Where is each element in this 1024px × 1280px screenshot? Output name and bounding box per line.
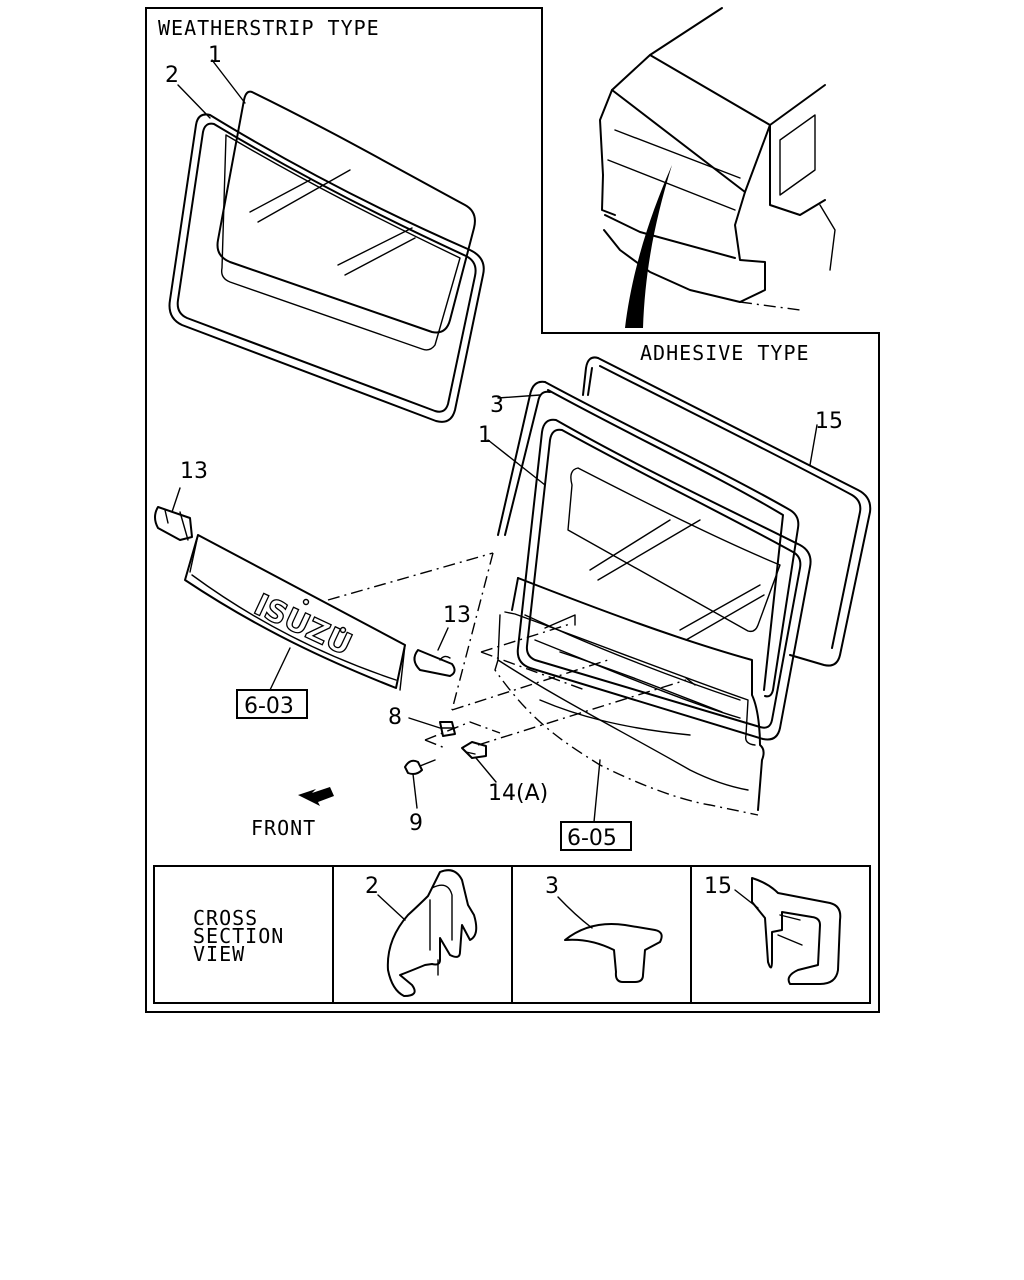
front-arrow-icon xyxy=(298,787,334,806)
section-molding-15 xyxy=(751,877,842,985)
clip-8 xyxy=(408,717,456,737)
end-cap-left xyxy=(154,487,193,541)
section-leader-2 xyxy=(377,894,406,921)
leader-lines xyxy=(327,552,687,749)
ref-6-03: 6-03 xyxy=(236,647,308,719)
garnish-panel: ISUZU xyxy=(184,534,406,691)
cross-section-title-1: CROSS xyxy=(193,906,258,930)
section-leader-15 xyxy=(734,889,759,909)
callout-13-left: 13 xyxy=(180,459,208,484)
adhesive-glass-assembly xyxy=(487,356,872,741)
section-dam-3 xyxy=(564,923,663,983)
callout-3-adhesive: 3 xyxy=(490,393,504,418)
callout-9: 9 xyxy=(409,811,423,836)
svg-text:6-03: 6-03 xyxy=(244,694,294,719)
section-label-15: 15 xyxy=(704,874,732,899)
back-door-panel xyxy=(494,577,765,816)
callout-2: 2 xyxy=(165,63,179,88)
section-weatherstrip-2 xyxy=(386,869,478,997)
adhesive-type-heading: ADHESIVE TYPE xyxy=(640,341,810,365)
section-label-2: 2 xyxy=(365,874,379,899)
cross-section-title-2: SECTION xyxy=(193,924,284,948)
cross-section-table xyxy=(153,865,871,1004)
weatherstrip-glass-assembly xyxy=(168,59,485,423)
ref-6-05: 6-05 xyxy=(560,759,632,851)
callout-8: 8 xyxy=(388,705,402,730)
section-label-3: 3 xyxy=(545,874,559,899)
outer-frame xyxy=(145,7,880,1013)
vehicle-inset xyxy=(599,7,836,328)
callout-13-right: 13 xyxy=(443,603,471,628)
isuzu-emblem: ISUZU xyxy=(249,588,357,663)
front-label: FRONT xyxy=(251,816,316,840)
callout-14a: 14(A) xyxy=(488,781,548,806)
weatherstrip-type-heading: WEATHERSTRIP TYPE xyxy=(158,16,380,40)
section-leader-3 xyxy=(557,896,593,929)
callout-15: 15 xyxy=(815,409,843,434)
fastener-14a xyxy=(461,741,497,783)
end-cap-right xyxy=(413,627,456,677)
callout-1-weatherstrip: 1 xyxy=(208,43,222,68)
callout-1-adhesive: 1 xyxy=(478,423,492,448)
svg-text:6-05: 6-05 xyxy=(567,826,617,851)
cross-section-title-3: VIEW xyxy=(193,942,245,966)
screw-9 xyxy=(404,759,436,809)
